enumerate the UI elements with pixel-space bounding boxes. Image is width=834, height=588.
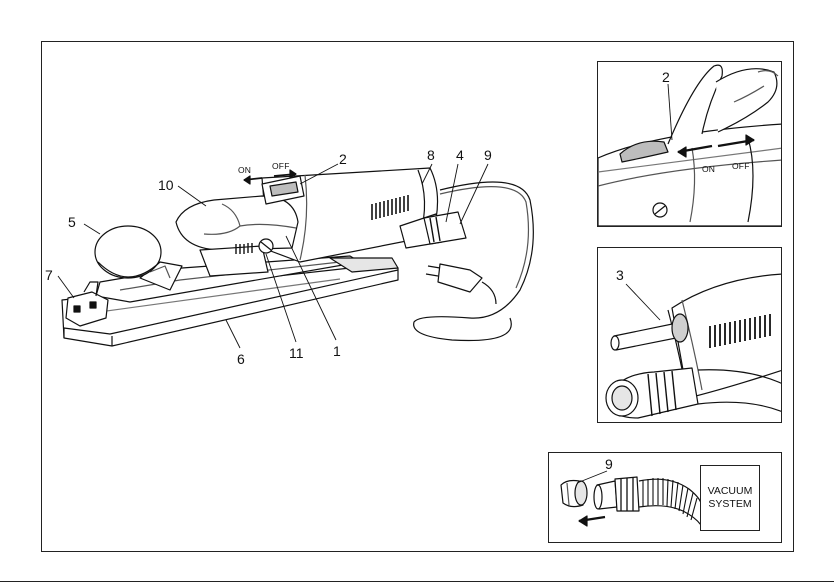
power-plug xyxy=(438,264,482,292)
inset-off-label: OFF xyxy=(732,162,750,171)
callout-6: 6 xyxy=(237,352,245,366)
inset-port-detail: 3 xyxy=(597,247,782,423)
inset-vacuum-connection: 9 VACUUM SYSTEM xyxy=(548,452,782,543)
callout-4: 4 xyxy=(456,148,464,162)
off-label: OFF xyxy=(272,162,290,171)
callout-7: 7 xyxy=(45,268,53,282)
inset-switch-detail: 2 ON OFF xyxy=(597,61,782,227)
inset-callout-2: 2 xyxy=(662,70,670,84)
inset-on-label: ON xyxy=(702,165,715,174)
rear-handle xyxy=(176,196,298,250)
switch-detail-illustration xyxy=(598,62,782,227)
callout-10: 10 xyxy=(158,178,174,192)
dust-nozzle xyxy=(424,212,466,244)
callout-5: 5 xyxy=(68,215,76,229)
callout-1: 1 xyxy=(333,344,341,358)
vacuum-box-line2: SYSTEM xyxy=(708,498,751,511)
inset-callout-9: 9 xyxy=(605,457,613,471)
vacuum-box-line1: VACUUM xyxy=(708,485,753,498)
inset-callout-3: 3 xyxy=(616,268,624,282)
port-detail-illustration xyxy=(598,248,782,423)
front-knob xyxy=(95,226,161,278)
callout-8: 8 xyxy=(427,148,435,162)
sander-illustration xyxy=(0,0,560,380)
on-label: ON xyxy=(238,166,251,175)
vacuum-system-box: VACUUM SYSTEM xyxy=(700,465,760,531)
page-bottom-rule xyxy=(0,581,834,588)
callout-11: 11 xyxy=(289,346,304,360)
callout-9: 9 xyxy=(484,148,492,162)
callout-2: 2 xyxy=(339,152,347,166)
